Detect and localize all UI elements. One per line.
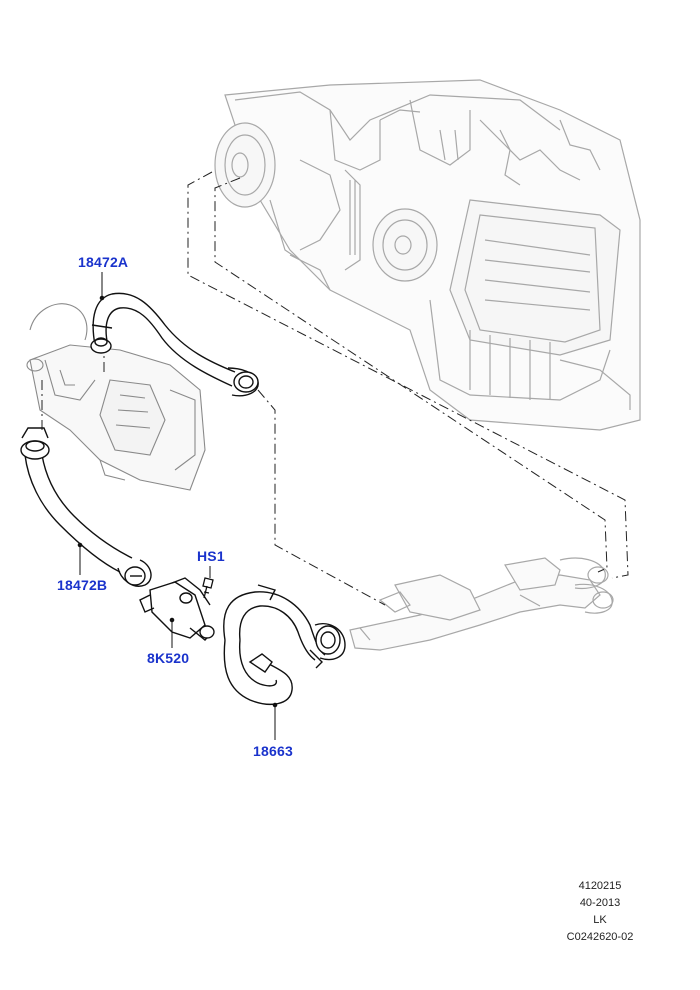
callout-18663: 18663 [253,743,293,759]
screw-hs1 [202,577,214,599]
blower-ring-left [214,122,276,208]
heater-pipe-assembly [349,557,614,651]
footer-line-3: LK [593,914,607,926]
callout-18472b: 18472B [57,577,108,593]
blower-ring-center [372,208,438,282]
leader-lines [77,272,278,740]
footer-line-2: 40-2013 [579,897,621,909]
engine-block [26,303,206,491]
drawing-reference-block: 4120215 40-2013 LK C0242620-02 [540,878,660,946]
callout-hs1: HS1 [197,548,225,564]
valve-8k520 [139,577,215,641]
footer-line-4: C0242620-02 [566,931,634,943]
hose-18472b [20,427,152,587]
callout-8k520: 8K520 [147,650,190,666]
hose-18663 [223,584,346,706]
hose-18472a [90,292,259,397]
footer-line-1: 4120215 [578,880,622,892]
callout-18472a: 18472A [78,254,129,270]
